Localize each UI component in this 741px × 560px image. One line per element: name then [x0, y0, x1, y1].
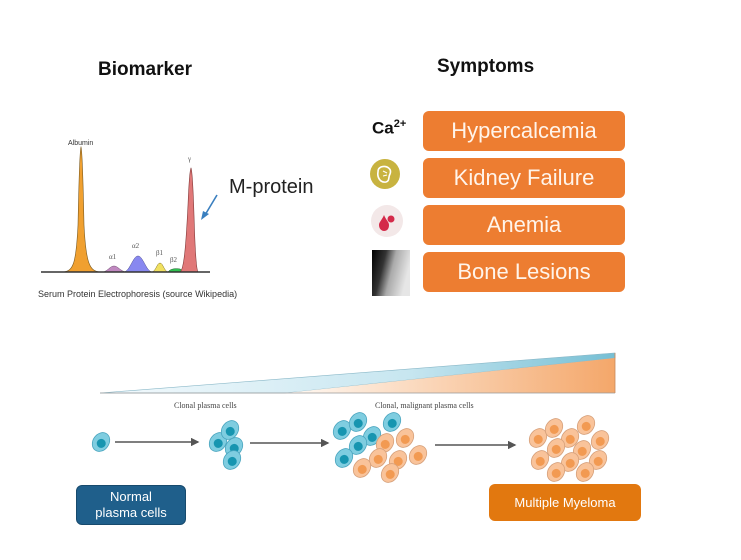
- symptom-anemia: Anemia: [423, 205, 625, 245]
- malignant-wedge: [285, 358, 615, 393]
- peak-alpha1: [102, 265, 127, 273]
- calcium-symbol: Ca: [372, 118, 394, 138]
- peak-label-gamma: γ: [187, 155, 191, 163]
- calcium-ion-icon: Ca2+: [372, 118, 406, 139]
- normal-plasma-cells-label: Normal plasma cells: [76, 485, 186, 525]
- peak-gamma: [179, 167, 199, 273]
- arrow-icon: [201, 194, 218, 220]
- m-protein-label: M-protein: [229, 176, 314, 198]
- peak-label-beta2: β2: [170, 256, 178, 264]
- peak-label-alpha1: α1: [109, 253, 117, 261]
- electrophoresis-graph: Albumin α1 α2 β1 β2 γ: [41, 140, 210, 273]
- progression-wedge: [99, 352, 616, 394]
- stage-label-clonal: Clonal plasma cells: [174, 401, 237, 410]
- peak-alpha2: [123, 255, 153, 273]
- normal-label-line1: Normal: [110, 489, 152, 504]
- graph-caption: Serum Protein Electrophoresis (source Wi…: [38, 289, 238, 299]
- multiple-myeloma-label: Multiple Myeloma: [489, 484, 641, 521]
- peak-label-beta1: β1: [156, 249, 164, 257]
- normal-label-line2: plasma cells: [95, 505, 167, 520]
- blood-drop-icon: [371, 205, 403, 237]
- peak-label-alpha2: α2: [132, 242, 140, 250]
- biomarker-title: Biomarker: [98, 59, 192, 80]
- xray-icon: [372, 250, 410, 296]
- peak-beta1: [151, 262, 169, 273]
- symptom-bone-lesions: Bone Lesions: [423, 252, 625, 292]
- peak-albumin: [62, 146, 101, 273]
- symptoms-title: Symptoms: [437, 56, 535, 77]
- malignant-cell: [405, 441, 431, 469]
- symptom-hypercalcemia: Hypercalcemia: [423, 111, 625, 151]
- cell-progression: [88, 410, 613, 485]
- kidney-icon: [370, 159, 400, 189]
- calcium-charge: 2+: [393, 118, 407, 130]
- peak-label-albumin: Albumin: [68, 140, 93, 147]
- normal-cell: [88, 428, 114, 456]
- stage-label-malignant: Clonal, malignant plasma cells: [375, 401, 474, 410]
- symptom-kidney-failure: Kidney Failure: [423, 158, 625, 198]
